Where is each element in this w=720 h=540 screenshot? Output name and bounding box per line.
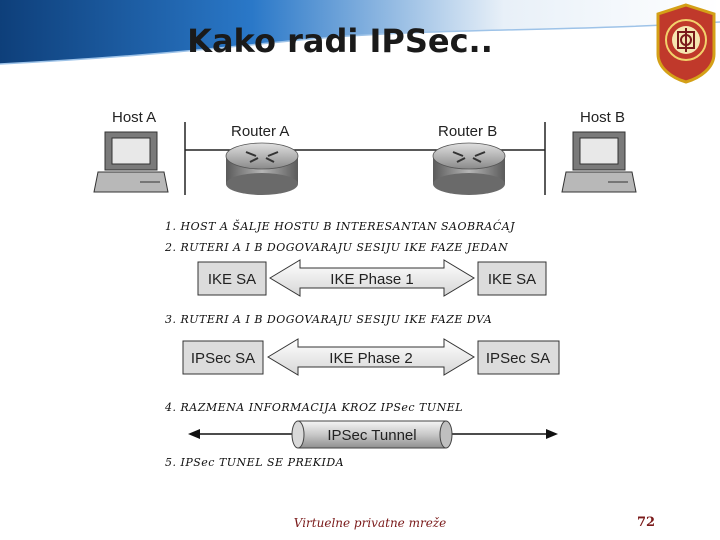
- tunnel-left-arrowhead: [188, 429, 200, 439]
- tunnel-pipe: [297, 420, 447, 449]
- ike-sa-right-label: IKE SA: [488, 271, 536, 288]
- host-a-label: Host A: [112, 109, 156, 126]
- ipsec-sa-left-box: [182, 340, 264, 375]
- router-b-icon: [432, 142, 506, 195]
- ike-sa-right-box: [477, 261, 547, 296]
- ike-phase-1-label: IKE Phase 1: [330, 271, 413, 288]
- router-b-label: Router B: [438, 123, 497, 140]
- step-4: 4. RAZMENA INFORMACIJA KROZ IPSec TUNEL: [164, 401, 463, 414]
- host-b-label: Host B: [580, 109, 625, 126]
- page-number: 72: [636, 515, 656, 530]
- page-title: Kako radi IPSec..: [187, 22, 493, 60]
- ipsec-sa-right-box: [477, 340, 560, 375]
- ipsec-sa-left-label: IPSec SA: [191, 350, 255, 367]
- host-a-computer-icon: [93, 131, 169, 193]
- ike-sa-left-label: IKE SA: [208, 271, 256, 288]
- ike-phase-2-arrow: [267, 338, 475, 376]
- ipsec-tunnel-label: IPSec Tunnel: [327, 427, 416, 444]
- university-emblem-icon: [656, 3, 716, 84]
- step-3: 3. RUTERI A I B DOGOVARAJU SESIJU IKE FA…: [165, 313, 492, 326]
- host-b-computer-icon: [561, 131, 637, 193]
- ike-phase-2-row: IPSec SA IPSec SA IKE Phase 2: [182, 338, 560, 376]
- ike-phase-2-label: IKE Phase 2: [329, 350, 412, 367]
- step-5: 5. IPSec TUNEL SE PREKIDA: [165, 456, 344, 469]
- router-a-label: Router A: [231, 123, 289, 140]
- tunnel-right-arrowhead: [546, 429, 558, 439]
- tunnel-pipe-end-left: [291, 420, 305, 449]
- ipsec-tunnel: IPSec Tunnel: [188, 420, 558, 449]
- title-banner: [0, 0, 720, 65]
- tunnel-pipe-end-right: [439, 420, 453, 449]
- footer-course-title: Virtuelne privatne mreže: [293, 516, 447, 530]
- ike-phase-1-row: IKE SA IKE SA IKE Phase 1: [197, 259, 547, 297]
- ipsec-sa-right-label: IPSec SA: [486, 350, 550, 367]
- ike-sa-left-box: [197, 261, 267, 296]
- step-1: 1. HOST A ŠALJE HOSTU B INTERESANTAN SAO…: [165, 219, 515, 233]
- ike-phase-1-arrow: [269, 259, 475, 297]
- step-2: 2. RUTERI A I B DOGOVARAJU SESIJU IKE FA…: [164, 241, 508, 254]
- router-a-icon: [225, 142, 299, 195]
